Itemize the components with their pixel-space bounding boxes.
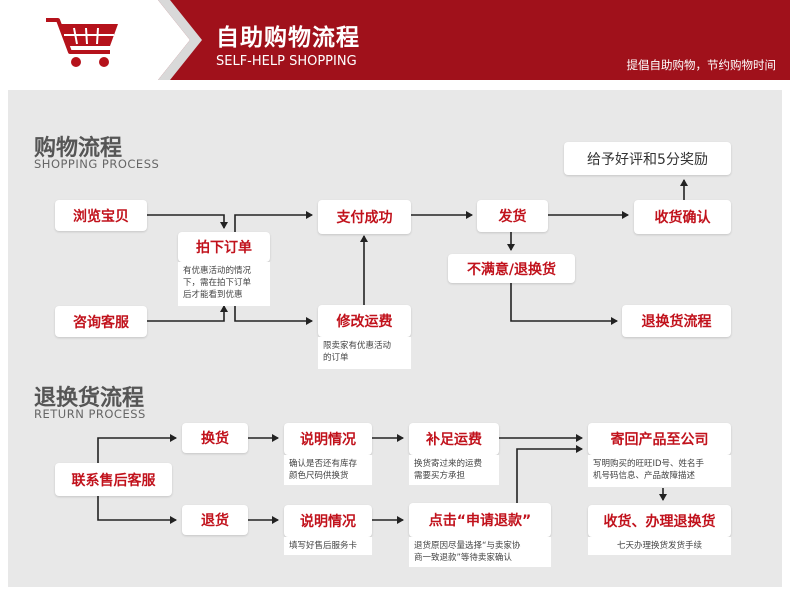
shopping-section-subtitle: SHOPPING PROCESS <box>34 157 160 171</box>
returns-section-subtitle: RETURN PROCESS <box>34 407 146 421</box>
shopping-cart-icon <box>44 14 124 70</box>
node-order: 拍下订单 <box>178 232 270 262</box>
node-receive-confirm: 收货确认 <box>634 200 731 234</box>
node-send-back: 寄回产品至公司 <box>588 423 731 455</box>
node-explain-1: 说明情况 <box>284 423 372 455</box>
node-return-flow: 退换货流程 <box>622 305 731 337</box>
node-pay: 支付成功 <box>318 200 411 234</box>
modify-fee-note: 限卖家有优惠活动 的订单 <box>318 337 411 369</box>
order-note: 有优惠活动的情况 下，需在拍下订单 后才能看到优惠 <box>178 262 270 306</box>
send-back-note: 写明购买的旺旺ID号、姓名手 机号码信息、产品故障描述 <box>588 455 731 487</box>
node-explain-2: 说明情况 <box>284 505 372 537</box>
click-refund-note: 退货原因尽量选择“与卖家协 商一致退款”等待卖家确认 <box>409 537 551 567</box>
node-click-refund: 点击“申请退款” <box>409 503 551 537</box>
node-browse: 浏览宝贝 <box>55 200 147 231</box>
node-rate-reward: 给予好评和5分奖励 <box>564 142 731 175</box>
add-fee-note: 换货寄过来的运费 需要买方承担 <box>409 455 499 485</box>
node-add-fee: 补足运费 <box>409 423 499 455</box>
returns-section-title: 退换货流程 <box>34 386 145 411</box>
header-title: 自助购物流程 <box>216 25 360 51</box>
explain-1-note: 确认是否还有库存 颜色尺码供换货 <box>284 455 372 485</box>
shopping-section-title: 购物流程 <box>34 136 123 161</box>
node-modify-fee: 修改运费 <box>318 305 411 337</box>
node-refund: 退货 <box>182 505 248 535</box>
node-contact-service: 联系售后客服 <box>55 463 172 496</box>
node-unsatisfied: 不满意/退换货 <box>448 254 575 283</box>
header-subtitle: SELF-HELP SHOPPING <box>216 54 357 69</box>
node-consult: 咨询客服 <box>55 306 147 337</box>
receive-process-note: 七天办理换货发货手续 <box>588 537 731 555</box>
header-slogan: 提倡自助购物，节约购物时间 <box>626 58 777 72</box>
node-exchange: 换货 <box>182 423 248 453</box>
node-ship: 发货 <box>477 200 548 232</box>
explain-2-note: 填写好售后服务卡 <box>284 537 372 555</box>
node-receive-process: 收货、办理退换货 <box>588 505 731 537</box>
